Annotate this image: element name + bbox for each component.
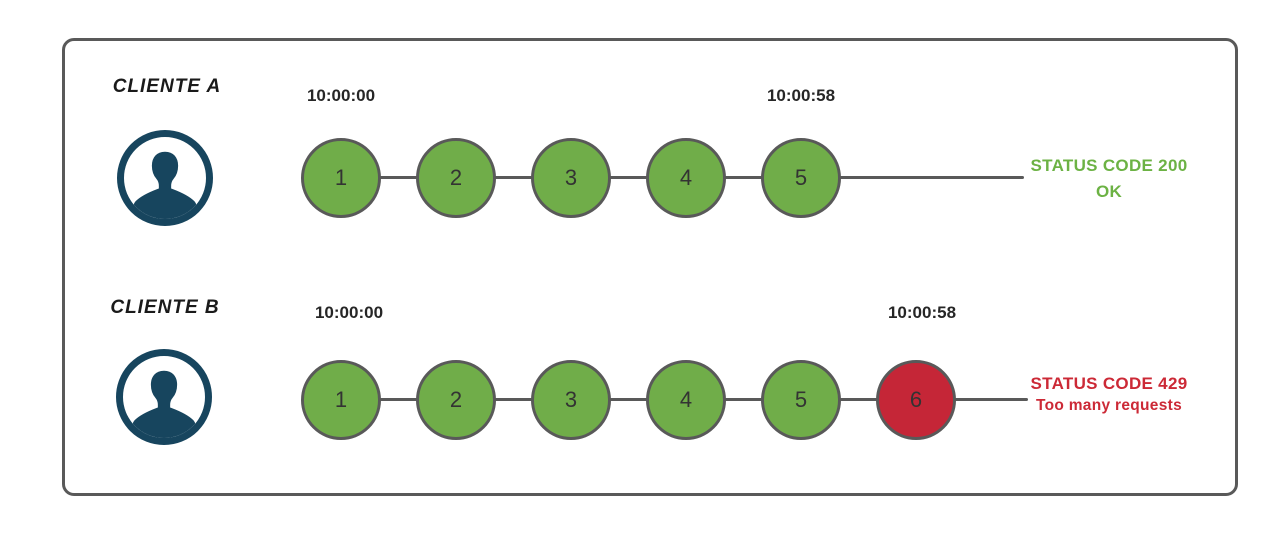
frame-border-box [62,38,1238,496]
